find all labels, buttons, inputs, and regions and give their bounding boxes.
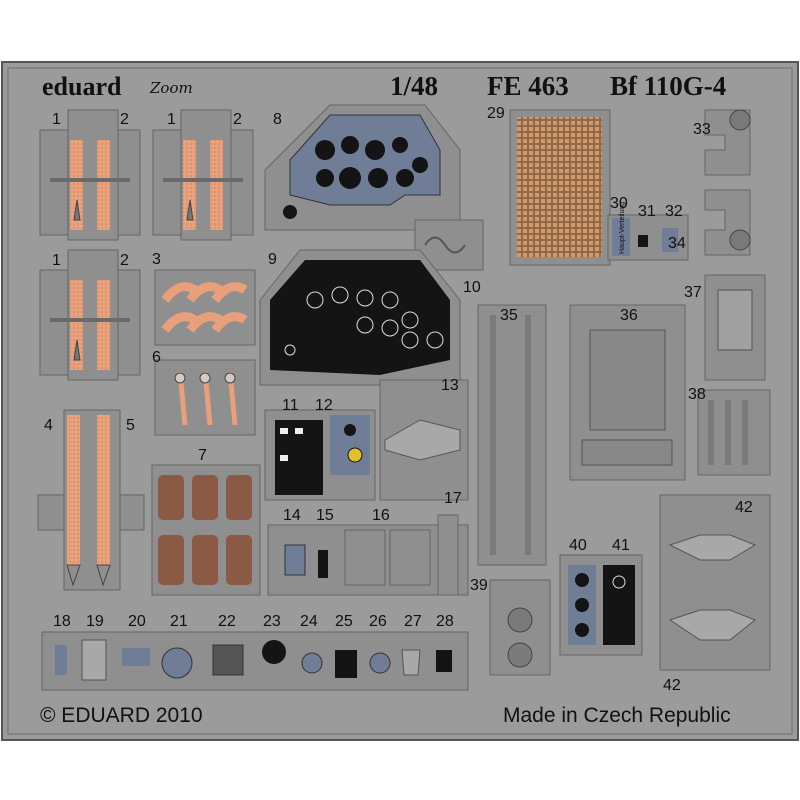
part-35-rails xyxy=(477,304,547,566)
part-group-1-2-c xyxy=(39,249,141,381)
part-label: 28 xyxy=(436,613,454,630)
part-label: 6 xyxy=(152,349,161,366)
part-label: 9 xyxy=(268,251,277,268)
part-label: 37 xyxy=(684,284,702,301)
scale-label: 1/48 xyxy=(390,71,438,101)
part-13 xyxy=(379,379,469,501)
part-labels: 1 2 1 2 1 2 3 4 5 6 7 8 9 10 11 12 13 14… xyxy=(44,105,753,694)
part-group-1-2-a xyxy=(39,109,141,241)
part-label: 8 xyxy=(273,111,282,128)
product-code: FE 463 xyxy=(487,71,569,101)
part-7-cushions xyxy=(151,464,261,596)
bottom-strip-parts-18-28 xyxy=(41,631,469,691)
part-14-17 xyxy=(267,514,469,596)
part-33-34-brackets xyxy=(704,109,751,256)
part-label: 42 xyxy=(735,499,753,516)
part-label: 1 xyxy=(167,111,176,128)
part-label: 34 xyxy=(668,235,686,252)
part-label: 30 xyxy=(610,195,628,212)
part-label: 23 xyxy=(263,613,281,630)
part-8-instrument-panel xyxy=(264,104,461,231)
part-label: 1 xyxy=(52,111,61,128)
fret-inner-border xyxy=(7,67,793,735)
part-label: 2 xyxy=(120,111,129,128)
part-label: 3 xyxy=(152,251,161,268)
part-label: 42 xyxy=(663,677,681,694)
part-label: 22 xyxy=(218,613,236,630)
part-label: 17 xyxy=(444,490,462,507)
copyright-text: © EDUARD 2010 xyxy=(40,704,203,727)
model-name: Bf 110G-4 xyxy=(610,71,726,101)
part-label: 31 xyxy=(638,203,656,220)
part-label: 13 xyxy=(441,377,459,394)
part-label: 16 xyxy=(372,507,390,524)
origin-text: Made in Czech Republic xyxy=(503,704,731,727)
part-label: 20 xyxy=(128,613,146,630)
part-40-41 xyxy=(559,554,643,656)
part-label: 14 xyxy=(283,507,301,524)
part-label: 19 xyxy=(86,613,104,630)
part-label: 41 xyxy=(612,537,630,554)
part-label: 2 xyxy=(120,252,129,269)
part-4-5-long-belts xyxy=(37,409,145,591)
part-label: 5 xyxy=(126,417,135,434)
part-11-12-panels xyxy=(264,409,376,501)
part-label: 27 xyxy=(404,613,422,630)
part-39 xyxy=(489,579,551,676)
part-label: 1 xyxy=(52,252,61,269)
part-9-black-panel xyxy=(259,249,461,386)
part-label: 18 xyxy=(53,613,71,630)
part-29-grid xyxy=(509,109,611,266)
part-label: 7 xyxy=(198,447,207,464)
part-label: 29 xyxy=(487,105,505,122)
part-label: 4 xyxy=(44,417,53,434)
part-37-38 xyxy=(697,274,771,476)
part-3-belt-arcs xyxy=(154,269,256,346)
part-label: 21 xyxy=(170,613,188,630)
haupt-verteilung-stamp: Haupt-Verteilung xyxy=(619,202,626,254)
part-label: 35 xyxy=(500,307,518,324)
part-label: 10 xyxy=(463,279,481,296)
part-label: 12 xyxy=(315,397,333,414)
brand-logo: eduard xyxy=(42,72,122,101)
part-label: 26 xyxy=(369,613,387,630)
part-label: 32 xyxy=(665,203,683,220)
part-label: 39 xyxy=(470,577,488,594)
part-36 xyxy=(569,304,686,481)
part-30-32: Haupt-Verteilung xyxy=(607,202,689,261)
part-label: 24 xyxy=(300,613,318,630)
part-label: 36 xyxy=(620,307,638,324)
part-label: 33 xyxy=(693,121,711,138)
brand-zoom-logo: Zoom xyxy=(149,79,193,97)
part-group-1-2-b xyxy=(152,109,254,241)
part-label: 40 xyxy=(569,537,587,554)
part-label: 2 xyxy=(233,111,242,128)
part-42-pair xyxy=(659,494,771,671)
part-label: 38 xyxy=(688,386,706,403)
part-label: 15 xyxy=(316,507,334,524)
part-6-buckles xyxy=(154,359,256,436)
part-label: 11 xyxy=(282,397,299,414)
part-label: 25 xyxy=(335,613,353,630)
